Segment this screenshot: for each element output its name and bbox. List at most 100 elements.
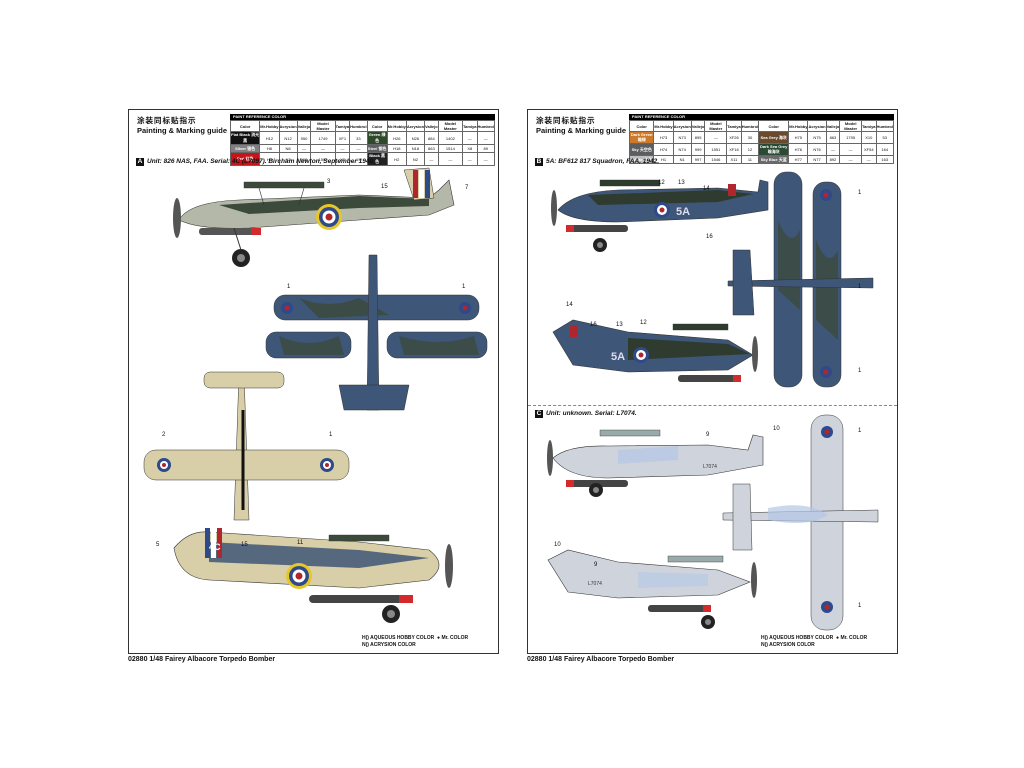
callout-number: 9 bbox=[706, 432, 710, 438]
paint-reference-title: PAINT REFERENCE COLOR bbox=[230, 114, 495, 120]
legend-mr-color: Mr. COLOR bbox=[441, 635, 469, 641]
paint-reference-table: PAINT REFERENCE COLOR Color Mr.Hobby Acr… bbox=[628, 114, 895, 164]
section-a-text: Unit: 826 NAS, FAA. Serial: 4C (L7097). … bbox=[147, 158, 375, 165]
page-header: 涂装同标贴指示 Painting & Marking guide bbox=[137, 116, 227, 136]
paint-color-swatch: Sea Grey 海灰 bbox=[758, 131, 790, 144]
serial-marking: L7074 bbox=[703, 464, 717, 470]
callout-number: 5 bbox=[156, 542, 160, 548]
legend-mr-color: Mr. COLOR bbox=[840, 635, 868, 641]
legend-aqueous: H() AQUEOUS HOBBY COLOR bbox=[362, 635, 435, 641]
paint-color-swatch: Red 红色 bbox=[229, 152, 261, 166]
footer-title-right: 02880 1/48 Fairey Albacore Torpedo Bombe… bbox=[527, 656, 675, 663]
section-b-letter: B bbox=[535, 158, 543, 166]
top-view-b bbox=[727, 171, 874, 388]
top-view-a bbox=[265, 254, 488, 411]
header-title-en: Painting & Marking guide bbox=[536, 126, 627, 135]
col-humbrol: Humbrol bbox=[476, 120, 496, 132]
callout-number: 11 bbox=[297, 540, 304, 546]
callout-number: 12 bbox=[658, 180, 665, 186]
header-title-cn: 涂装同标贴指示 bbox=[137, 116, 197, 125]
callout-number: 1 bbox=[329, 432, 333, 438]
callout-number: 10 bbox=[554, 542, 561, 548]
callout-number: 14 bbox=[566, 302, 573, 308]
section-b-text: 5A: BF612 817 Squadron, FAA, 1942. bbox=[546, 158, 660, 165]
paint-cell: N3 bbox=[278, 152, 298, 166]
paint-cell: H2 bbox=[386, 152, 407, 166]
section-divider bbox=[528, 405, 897, 406]
aircraft-drawings-right: 5A 5A bbox=[547, 171, 879, 631]
underside-view-a bbox=[143, 371, 350, 521]
callout-number: 16 bbox=[706, 234, 713, 240]
callout-number: 7 bbox=[465, 185, 469, 191]
serial-marking: L7074 bbox=[588, 581, 602, 587]
paint-cell: N2 bbox=[405, 152, 426, 166]
callout-number: 13 bbox=[616, 322, 623, 328]
col-hobby: Mr.Hobby bbox=[653, 120, 674, 132]
side-view-a bbox=[173, 167, 455, 267]
callout-number: 1 bbox=[858, 368, 862, 374]
header-title-en: Painting & Marking guide bbox=[137, 126, 228, 135]
callout-number: 1 bbox=[858, 428, 862, 434]
callout-number: 15 bbox=[381, 184, 388, 190]
aircraft-code: 5A bbox=[676, 206, 690, 218]
paint-cell: — bbox=[437, 152, 464, 166]
col-hobby: Mr.Hobby bbox=[788, 120, 809, 132]
side-view-b: 5A bbox=[551, 179, 769, 252]
side-view-a-right bbox=[173, 528, 453, 623]
paint-cell: — bbox=[839, 155, 863, 164]
mr-color-dot-icon: ● bbox=[836, 635, 840, 641]
callout-number: 1 bbox=[858, 190, 862, 196]
legend-acrysion: N() ACRYSION COLOR bbox=[362, 642, 416, 648]
callout-number: 12 bbox=[640, 320, 647, 326]
paint-cell: 1546 bbox=[704, 155, 728, 164]
section-c-letter: C bbox=[535, 410, 543, 418]
section-c-text: Unit: unknown. Serial: L7074. bbox=[546, 410, 637, 417]
top-view-c bbox=[722, 414, 879, 631]
col-model-master: Model Master bbox=[704, 120, 728, 132]
color-legend: H() AQUEOUS HOBBY COLOR ● Mr. COLOR N() … bbox=[761, 635, 891, 649]
paint-reference-title: PAINT REFERENCE COLOR bbox=[629, 114, 894, 120]
paint-cell: 11 bbox=[740, 155, 760, 164]
aircraft-code: 4C bbox=[209, 542, 221, 552]
paint-cell: 1503 bbox=[310, 152, 336, 166]
paint-cell: 12 bbox=[740, 143, 760, 156]
paint-header-row: Color Mr.Hobby Acrysion Vallejo Model Ma… bbox=[628, 120, 895, 132]
header-title-cn: 涂装同标贴指示 bbox=[536, 116, 596, 125]
paint-header-row: Color Mr.Hobby Acrysion Vallejo Model Ma… bbox=[229, 120, 496, 132]
mr-color-dot-icon: ● bbox=[437, 635, 441, 641]
paint-color-swatch: Green 绿色 bbox=[366, 131, 388, 145]
footer-title-left: 02880 1/48 Fairey Albacore Torpedo Bombe… bbox=[128, 656, 276, 663]
paint-cell: H77 bbox=[788, 155, 809, 164]
color-legend: H() AQUEOUS HOBBY COLOR ● Mr. COLOR N() … bbox=[362, 635, 492, 649]
side-view-c: L7074 bbox=[547, 429, 764, 497]
col-hobby: Mr.Hobby bbox=[386, 120, 407, 132]
callout-number: 13 bbox=[678, 180, 685, 186]
callout-number: 1 bbox=[287, 284, 291, 290]
paint-color-swatch: Sky 天空色 bbox=[628, 143, 655, 156]
callout-number: 10 bbox=[773, 426, 780, 432]
paint-cell: N1 bbox=[672, 155, 692, 164]
paint-reference-grid: Color Mr.Hobby Acrysion Vallejo Model Ma… bbox=[628, 120, 895, 164]
side-view-b-right: 5A bbox=[552, 319, 758, 382]
paint-cell: N77 bbox=[807, 155, 827, 164]
paint-reference-table: PAINT REFERENCE COLOR Color Mr.Hobby Acr… bbox=[229, 114, 496, 166]
page-header: 涂装同标贴指示 Painting & Marking guide bbox=[536, 116, 626, 136]
paint-cell: 1795 bbox=[839, 131, 863, 144]
side-view-c-right: L7074 bbox=[547, 549, 757, 629]
paint-color-swatch: Flat Black 消光黑 bbox=[229, 131, 261, 145]
aircraft-drawings-left: 3 15 7 1 1 2 1 5 15 11 4C bbox=[143, 167, 488, 623]
instruction-page-left: 涂装同标贴指示 Painting & Marking guide PAINT R… bbox=[128, 109, 499, 654]
paint-cell: H3 bbox=[259, 152, 280, 166]
legend-aqueous: H() AQUEOUS HOBBY COLOR bbox=[761, 635, 834, 641]
callout-number: 14 bbox=[703, 186, 710, 192]
callout-number: 1 bbox=[462, 284, 466, 290]
